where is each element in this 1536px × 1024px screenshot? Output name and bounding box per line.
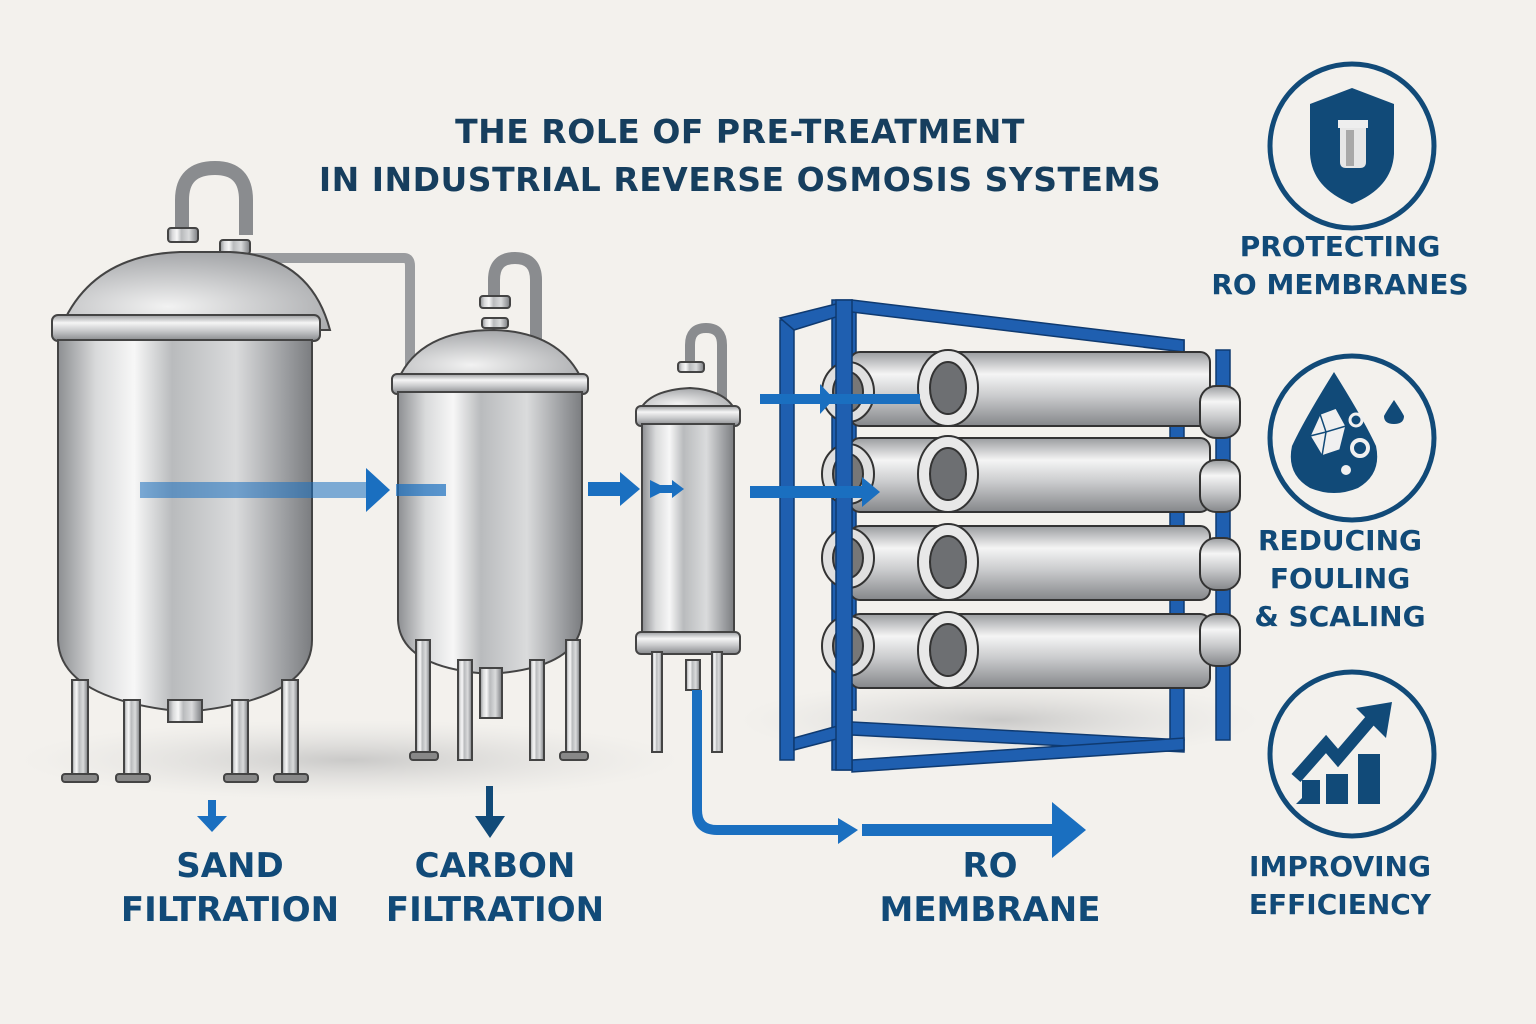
- growth-chart-icon: [1267, 669, 1437, 839]
- ro-membrane-rack: [778, 299, 1241, 773]
- flow-arrows: [140, 384, 1086, 858]
- carbon-filter-tank: [391, 251, 589, 761]
- benefit-label-line: & SCALING: [1254, 600, 1426, 633]
- benefit-label-line: REDUCING: [1257, 524, 1423, 557]
- rack-front-post: [835, 299, 853, 771]
- benefit-label-line: PROTECTING: [1239, 230, 1441, 263]
- stage-label-line: CARBON: [414, 846, 576, 886]
- benefit-label-protecting: PROTECTING RO MEMBRANES: [1200, 228, 1480, 304]
- stage-label-line: FILTRATION: [385, 890, 605, 930]
- benefit-label-line: FOULING: [1269, 562, 1411, 595]
- stage-label-line: SAND: [176, 846, 284, 886]
- shield-icon: [1267, 61, 1437, 231]
- stage-label-carbon: CARBON FILTRATION: [370, 844, 620, 932]
- flow-arrow-head: [1052, 802, 1086, 858]
- stage-label-ro-membrane: RO MEMBRANE: [860, 844, 1120, 932]
- benefit-label-line: EFFICIENCY: [1248, 888, 1432, 921]
- stage-label-line: RO: [962, 846, 1018, 886]
- flow-arrow-head: [862, 477, 880, 507]
- ground-shadow: [20, 720, 680, 800]
- page-title-line-1: THE ROLE OF PRE-TREATMENT: [455, 112, 1025, 151]
- sand-filter-tank: [51, 160, 415, 783]
- stage-label-sand: SAND FILTRATION: [120, 844, 340, 932]
- benefit-label-reducing: REDUCING FOULING & SCALING: [1200, 522, 1480, 636]
- flow-arrow-head: [366, 468, 390, 512]
- benefit-label-line: IMPROVING: [1249, 850, 1431, 883]
- flow-arrow-head: [838, 818, 858, 844]
- cartridge-filter: [635, 322, 741, 753]
- sand-down-arrow: [197, 800, 227, 832]
- water-drop-crystal-icon: [1267, 353, 1437, 523]
- carbon-down-arrow: [475, 786, 505, 838]
- stage-label-line: FILTRATION: [120, 890, 340, 930]
- benefit-label-line: RO MEMBRANES: [1211, 268, 1469, 301]
- benefit-label-improving: IMPROVING EFFICIENCY: [1200, 848, 1480, 924]
- flow-arrow-head: [620, 472, 640, 506]
- stage-label-line: MEMBRANE: [879, 890, 1101, 930]
- page-title-line-2: IN INDUSTRIAL REVERSE OSMOSIS SYSTEMS: [318, 160, 1162, 199]
